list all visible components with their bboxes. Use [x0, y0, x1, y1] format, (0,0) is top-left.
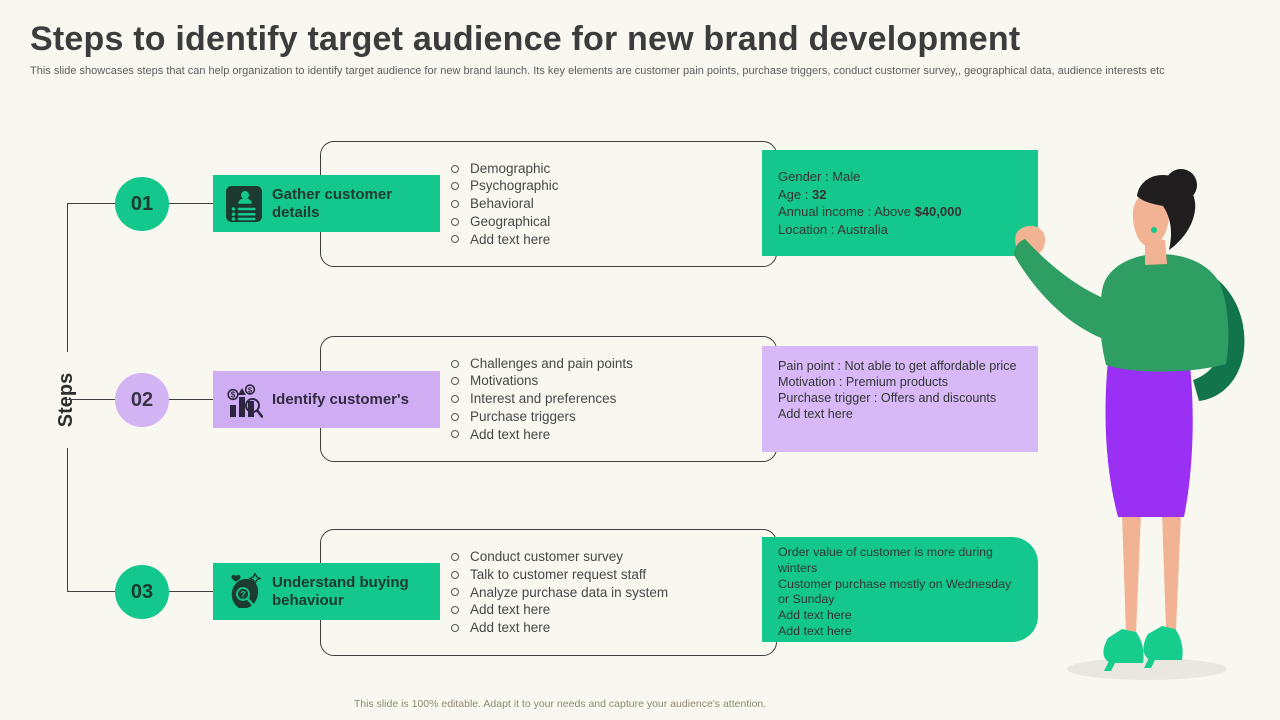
step2-bullet-list: Challenges and pain points Motivations I… [321, 337, 776, 461]
bullet-text: Motivations [470, 373, 539, 389]
bullet-text: Behavioral [470, 196, 534, 212]
bullet-circle-icon [451, 182, 459, 191]
step1-callout: Gender : Male Age : 32 Annual income : A… [762, 150, 1038, 256]
bullet-circle-icon [451, 394, 459, 403]
slide-subtitle: This slide showcases steps that can help… [30, 65, 1165, 77]
bullet-circle-icon [451, 553, 459, 562]
step2-number-badge: 02 [115, 373, 169, 427]
bullet-circle-icon [451, 412, 459, 421]
bullet-text: Analyze purchase data in system [470, 584, 669, 600]
callout-line: Annual income : Above $40,000 [778, 204, 962, 219]
callout-line: Customer purchase mostly on Wednesday or… [778, 576, 1012, 607]
svg-text:$: $ [248, 385, 253, 394]
step2-label-chip: $ $ Identify customer's [213, 371, 440, 428]
bullet-text: Conduct customer survey [470, 549, 624, 565]
list-item: Geographical [451, 213, 776, 231]
callout-line: Location : Australia [778, 221, 888, 237]
list-item: Behavioral [451, 195, 776, 213]
list-item: Purchase triggers [451, 408, 776, 426]
list-item: Add text here [451, 231, 776, 249]
list-item: Talk to customer request staff [451, 566, 776, 584]
list-item: Motivations [451, 372, 776, 390]
list-item: Interest and preferences [451, 390, 776, 408]
callout-line: Add text here [778, 623, 852, 638]
callout-line: Pain point : Not able to get affordable … [778, 359, 1017, 373]
bullet-text: Challenges and pain points [470, 355, 633, 371]
list-item: Add text here [451, 426, 776, 444]
callout-line: Purchase trigger : Offers and discounts [778, 391, 997, 405]
step3-number: 03 [130, 580, 154, 603]
bullet-circle-icon [451, 235, 459, 244]
steps-axis-label: Steps [55, 372, 77, 428]
step1-label: Gather customer details [272, 185, 393, 221]
callout-line: Order value of customer is more during w… [778, 545, 993, 575]
step3-callout: Order value of customer is more during w… [762, 537, 1038, 642]
bullet-circle-icon [451, 570, 459, 579]
footer-note: This slide is 100% editable. Adapt it to… [353, 698, 767, 710]
bracket-line-bottom [67, 448, 68, 592]
bullet-circle-icon [451, 588, 459, 597]
bullet-text: Add text here [470, 602, 551, 618]
bullet-circle-icon [451, 164, 459, 173]
step1-detail-panel: Demographic Psychographic Behavioral Geo… [320, 141, 777, 267]
bullet-text: Interest and preferences [470, 391, 617, 407]
step3-label-chip: ? Understand buying behaviour [213, 563, 440, 620]
list-item: Demographic [451, 160, 776, 178]
bullet-text: Purchase triggers [470, 408, 576, 424]
list-item: Analyze purchase data in system [451, 584, 776, 602]
mind-search-icon: ? [225, 571, 263, 611]
svg-text:?: ? [240, 589, 246, 599]
callout-line: Add text here [778, 608, 852, 623]
list-item: Add text here [451, 601, 776, 619]
bullet-circle-icon [451, 430, 459, 439]
bullet-circle-icon [451, 217, 459, 226]
step3-number-badge: 03 [115, 565, 169, 619]
callout-line: Motivation : Premium products [778, 375, 949, 389]
step3-detail-panel: Conduct customer survey Talk to customer… [320, 529, 777, 656]
bullet-circle-icon [451, 359, 459, 368]
bullet-text: Add text here [470, 231, 551, 247]
bullet-text: Talk to customer request staff [470, 566, 647, 582]
step2-label: Identify customer's [272, 390, 409, 408]
page-title: Steps to identify target audience for ne… [30, 20, 1021, 58]
bullet-text: Demographic [470, 160, 551, 176]
callout-line: Age : 32 [778, 186, 827, 202]
step2-detail-panel: Challenges and pain points Motivations I… [320, 336, 777, 462]
list-item: Psychographic [451, 177, 776, 195]
step1-number-badge: 01 [115, 177, 169, 231]
list-item: Add text here [451, 619, 776, 637]
svg-text:$: $ [231, 390, 236, 399]
bullet-text: Geographical [470, 213, 551, 229]
bullet-circle-icon [451, 199, 459, 208]
sales-growth-search-icon: $ $ [225, 381, 264, 419]
businesswoman-illustration [1014, 169, 1245, 680]
bullet-circle-icon [451, 623, 459, 632]
step2-callout: Pain point : Not able to get affordable … [762, 346, 1038, 452]
list-item: Conduct customer survey [451, 548, 776, 566]
bullet-text: Psychographic [470, 178, 559, 194]
bullet-text: Add text here [470, 620, 551, 636]
step3-bullet-list: Conduct customer survey Talk to customer… [321, 530, 776, 655]
callout-line: Add text here [778, 407, 853, 421]
list-item: Challenges and pain points [451, 355, 776, 373]
step1-bullet-list: Demographic Psychographic Behavioral Geo… [321, 142, 776, 266]
step1-number: 01 [130, 192, 154, 215]
step1-label-chip: Gather customer details [213, 175, 440, 232]
bullet-circle-icon [451, 377, 459, 386]
bullet-text: Add text here [470, 426, 551, 442]
bullet-circle-icon [451, 606, 459, 615]
callout-line: Gender : Male [778, 169, 861, 184]
profile-list-icon [225, 185, 263, 223]
bracket-line-top [67, 204, 68, 352]
step2-number: 02 [130, 388, 154, 411]
step3-label: Understand buying behaviour [272, 573, 409, 609]
